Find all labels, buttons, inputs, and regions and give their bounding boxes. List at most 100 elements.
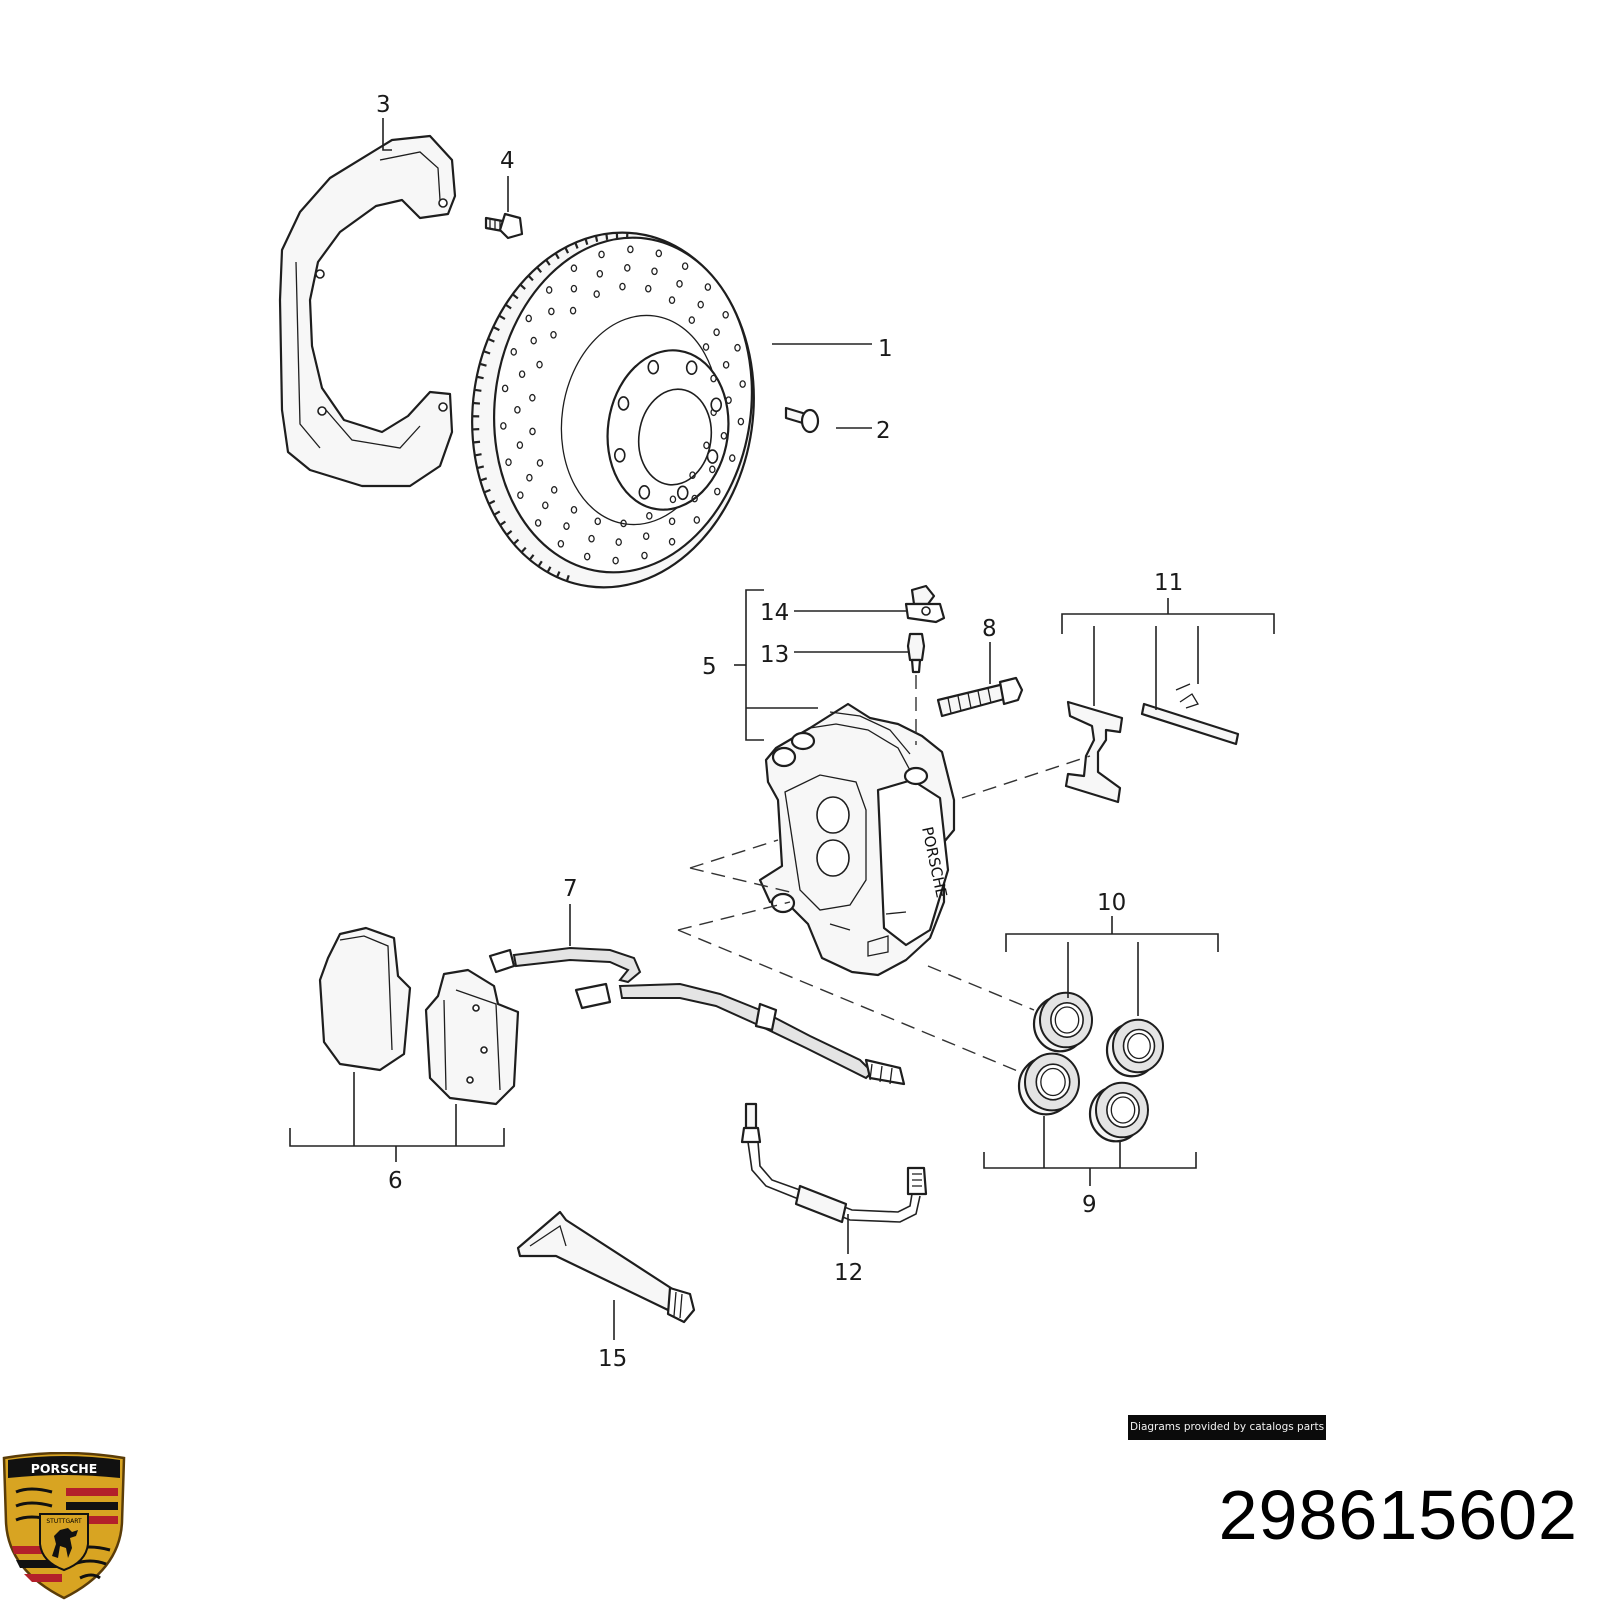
drill-hole [645,284,652,293]
drill-hole [550,486,558,494]
drill-hole [550,330,557,339]
bolt-hole [676,485,689,501]
vent-slot [554,252,560,260]
drill-hole [697,300,704,309]
caliper-pin-part [936,676,1024,718]
drill-hole [722,361,730,369]
disc-ventilation-slots [472,232,629,582]
drill-hole [525,314,532,323]
drill-hole [651,267,658,276]
vent-slot [492,326,500,332]
drill-hole [588,534,595,543]
vent-slot [479,477,488,482]
brake-disc-part [471,231,755,589]
drill-hole [710,374,717,383]
leader-lines [289,118,1275,1340]
drill-hole [598,250,605,259]
drill-hole [668,296,676,305]
seal-inner-lip [1040,1067,1066,1097]
drill-hole [563,522,570,531]
vent-slot [545,259,551,266]
drill-hole [713,328,720,337]
drill-hole [615,538,622,546]
wear-sensor-part [488,946,906,1086]
drill-hole [596,269,604,278]
assembly-dash-lines [677,755,1091,1073]
drill-hole [693,516,701,524]
drill-hole [646,512,653,520]
callout-9: 9 [1082,1192,1097,1218]
vent-slot [493,510,501,516]
bolt-hole [710,397,723,413]
bolt-hole [647,359,660,375]
drill-hole [570,505,578,514]
bolt-hole [613,447,626,463]
drill-hole [593,290,600,298]
callout-8: 8 [982,616,997,642]
callout-7: 7 [563,876,578,902]
vent-slot [574,242,579,249]
drill-hole [720,431,728,440]
drill-hole [594,517,601,526]
crest-top-text: PORSCHE [31,1461,98,1476]
diagram-credit-banner: Diagrams provided by catalogs parts [1128,1415,1326,1440]
callout-4: 4 [500,148,515,174]
vent-slot [565,574,570,582]
vent-slot [505,530,513,536]
drill-hole [676,279,683,288]
vent-slot [476,465,485,470]
drill-hole [725,396,732,405]
vent-slot [605,233,609,240]
drill-hole [722,310,729,319]
drill-hole [529,427,536,436]
drill-hole [655,249,663,258]
drill-hole [624,264,631,272]
callout-3: 3 [376,92,391,118]
drill-hole [729,454,736,462]
bolt-hole [685,360,698,376]
vent-slot [474,453,482,457]
callout-10: 10 [1097,890,1126,916]
drill-hole [526,473,533,482]
piston-seal-ring [1105,1018,1164,1078]
drill-hole [505,458,512,467]
drill-hole [737,417,745,426]
drill-hole [536,459,544,467]
disc-screw-part [784,406,820,434]
drill-hole [704,283,712,291]
drill-hole [517,491,524,500]
drill-hole [612,556,619,565]
disc-bolt-holes [613,359,723,501]
vent-slot [473,440,481,444]
seal-inner-lip [1127,1032,1151,1060]
callout-13: 13 [760,642,789,668]
drill-hole [627,245,634,254]
drill-hole [688,316,696,324]
vent-slot [488,499,496,505]
drill-hole [570,284,578,293]
vent-slot [584,238,589,245]
vent-slot [504,303,512,310]
vent-slot [499,520,507,527]
drill-hole [557,539,565,548]
drill-hole [536,360,543,369]
vent-slot [519,283,526,290]
brake-hose-part [740,1102,928,1224]
vent-slot [536,266,543,274]
part-number: 298615602 [1218,1476,1578,1554]
vent-slot [487,337,495,343]
drill-hole [545,286,553,294]
drill-hole [518,370,526,379]
drill-hole [691,494,698,503]
vent-slot [528,554,535,561]
vent-slot [594,235,599,242]
vent-slot [546,566,552,573]
porsche-crest-logo: PORSCHE STUTTGART [2,1452,126,1600]
piston-seal-ring [1088,1081,1149,1143]
piston-seal-ring [1017,1052,1080,1116]
vent-slot [564,247,570,254]
vent-slot [474,388,482,392]
brake-pads-part [318,926,520,1106]
vent-slot [476,375,484,380]
